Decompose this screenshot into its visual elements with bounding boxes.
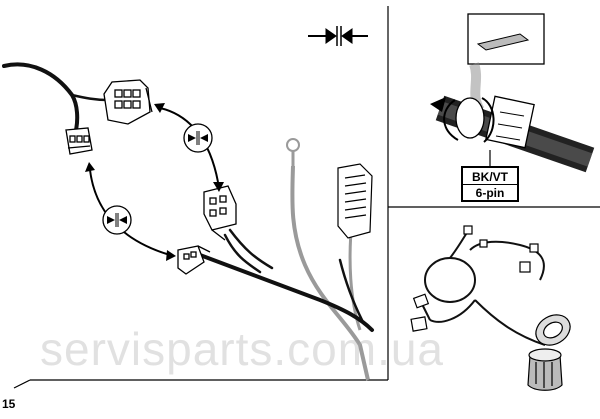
press-badge-lower (102, 205, 132, 235)
cable-color-code: BK/VT (472, 170, 508, 184)
wrap-detail (435, 62, 595, 173)
connector-plug-right (337, 163, 373, 239)
connector-small-left (65, 127, 93, 155)
watermark-text: servisparts.com.ua (40, 323, 445, 375)
connector-center (203, 185, 237, 241)
connector-bottom (177, 245, 211, 275)
page-number: 15 (2, 397, 16, 411)
press-badge-upper (183, 123, 213, 153)
harness-connectors (410, 225, 539, 332)
cable-label: BK/VT 6-pin (461, 166, 519, 202)
socket-illustration (527, 314, 571, 391)
arrowheads (85, 103, 224, 261)
panel-frames (13, 6, 600, 389)
connector-pin-count: 6-pin (475, 186, 505, 200)
connector-6pin-top (103, 79, 153, 125)
press-together-icon (308, 26, 368, 46)
label-divider (463, 184, 517, 185)
wrap-rotation-icon (430, 97, 495, 143)
tape-icon (467, 13, 545, 65)
